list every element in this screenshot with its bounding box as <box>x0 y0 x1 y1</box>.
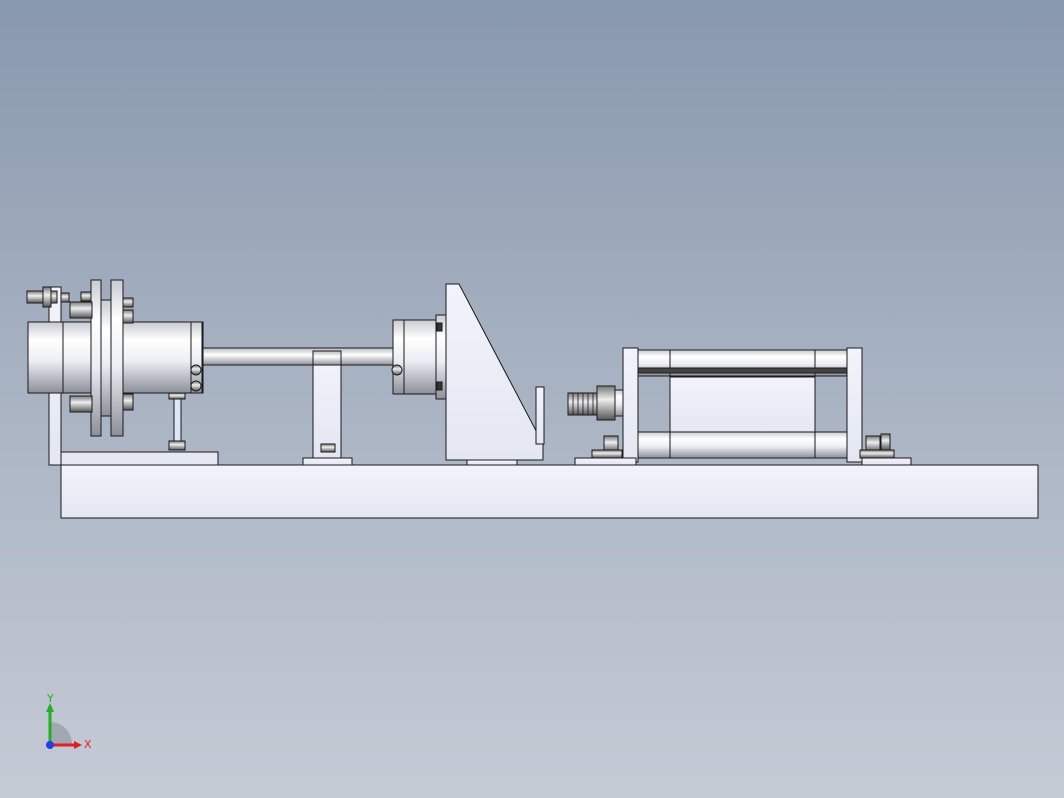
drive-shaft[interactable] <box>202 347 394 366</box>
x-axis-label: X <box>84 738 92 751</box>
l-bracket <box>48 286 219 466</box>
pneumatic-cylinder[interactable] <box>567 347 912 466</box>
left-drive-assembly[interactable] <box>26 279 219 466</box>
gusset-bracket[interactable] <box>445 283 545 466</box>
coordinate-triad: Y X <box>30 692 110 762</box>
coupling[interactable] <box>391 314 447 400</box>
flange-2 <box>110 279 124 437</box>
shaft-support[interactable] <box>302 350 353 466</box>
triad-quarter-disc-icon <box>50 722 73 745</box>
y-axis-label: Y <box>46 692 54 705</box>
z-axis-icon <box>46 741 54 749</box>
support-post <box>173 398 182 442</box>
base-plate[interactable] <box>60 464 1039 519</box>
